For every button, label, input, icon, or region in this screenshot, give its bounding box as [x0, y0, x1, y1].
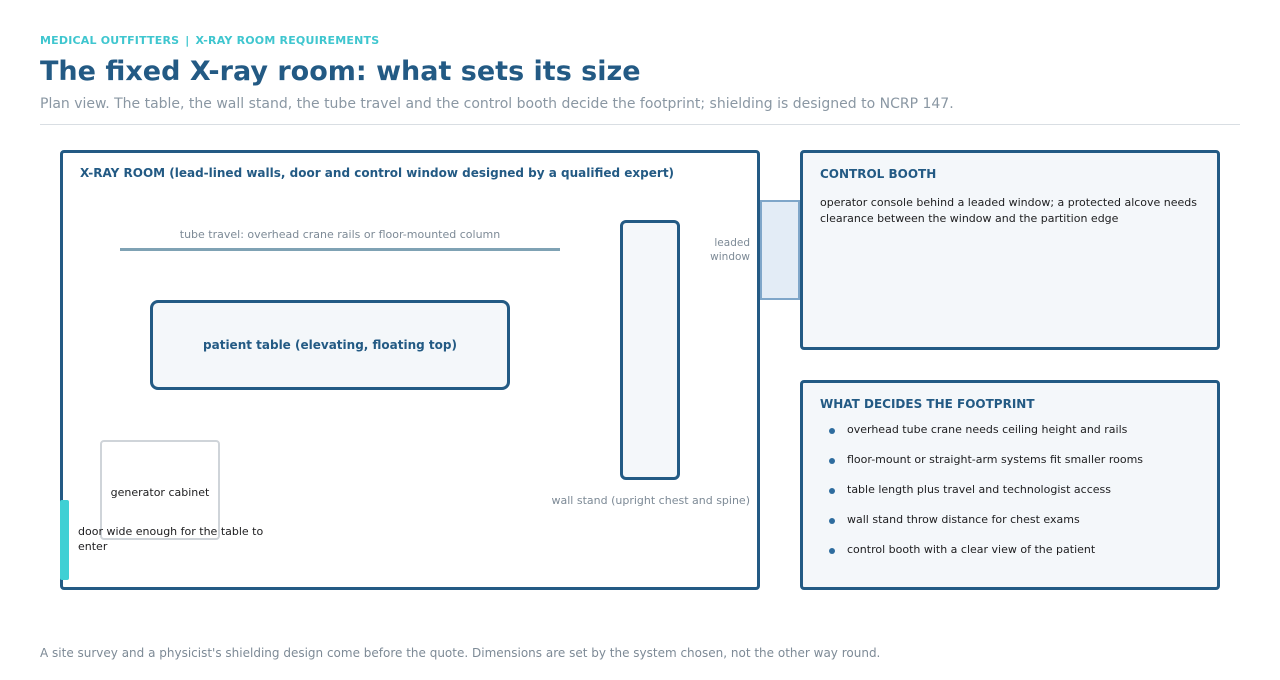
eyebrow-separator: | — [185, 34, 190, 47]
list-item-text: control booth with a clear view of the p… — [847, 543, 1096, 556]
eyebrow-brand: MEDICAL OUTFITTERS — [40, 34, 180, 47]
list-item: control booth with a clear view of the p… — [829, 543, 1143, 573]
bullet-icon — [829, 458, 835, 464]
tube-travel-rail — [120, 248, 560, 251]
door — [60, 500, 69, 580]
footprint-title: WHAT DECIDES THE FOOTPRINT — [820, 397, 1035, 411]
list-item-text: table length plus travel and technologis… — [847, 483, 1111, 496]
leaded-window-label: leaded window — [710, 237, 750, 263]
footprint-panel: WHAT DECIDES THE FOOTPRINT overhead tube… — [800, 380, 1220, 590]
control-booth-panel: CONTROL BOOTH operator console behind a … — [800, 150, 1220, 350]
control-booth-title: CONTROL BOOTH — [820, 167, 937, 181]
patient-table: patient table (elevating, floating top) — [150, 300, 510, 390]
list-item-text: wall stand throw distance for chest exam… — [847, 513, 1080, 526]
patient-table-label: patient table (elevating, floating top) — [203, 338, 457, 352]
list-item: overhead tube crane needs ceiling height… — [829, 423, 1143, 453]
list-item-text: floor-mount or straight-arm systems fit … — [847, 453, 1144, 466]
list-item: wall stand throw distance for chest exam… — [829, 513, 1143, 543]
eyebrow-topic: X-RAY ROOM REQUIREMENTS — [195, 34, 380, 47]
footprint-list: overhead tube crane needs ceiling height… — [829, 423, 1143, 573]
header-divider — [40, 124, 1240, 125]
list-item-text: overhead tube crane needs ceiling height… — [847, 423, 1128, 436]
wall-stand-label: wall stand (upright chest and spine) — [551, 494, 751, 507]
bullet-icon — [829, 488, 835, 494]
leaded-window — [760, 200, 800, 300]
bullet-icon — [829, 548, 835, 554]
list-item: table length plus travel and technologis… — [829, 483, 1143, 513]
list-item: floor-mount or straight-arm systems fit … — [829, 453, 1143, 483]
page-subtitle: Plan view. The table, the wall stand, th… — [40, 96, 954, 112]
door-label: door wide enough for the table to enter — [78, 525, 264, 553]
generator-cabinet — [100, 440, 220, 540]
footnote: A site survey and a physicist's shieldin… — [40, 646, 881, 660]
page-title: The fixed X-ray room: what sets its size — [40, 56, 641, 87]
bullet-icon — [829, 518, 835, 524]
control-booth-description: operator console behind a leaded window;… — [820, 196, 1198, 225]
generator-cabinet-label: generator cabinet — [110, 486, 210, 499]
bullet-icon — [829, 428, 835, 434]
room-title: X-RAY ROOM (lead-lined walls, door and c… — [80, 166, 675, 180]
tube-travel-label: tube travel: overhead crane rails or flo… — [179, 228, 501, 241]
eyebrow: MEDICAL OUTFITTERS | X-RAY ROOM REQUIREMEN… — [40, 34, 379, 47]
wall-stand — [620, 220, 680, 480]
